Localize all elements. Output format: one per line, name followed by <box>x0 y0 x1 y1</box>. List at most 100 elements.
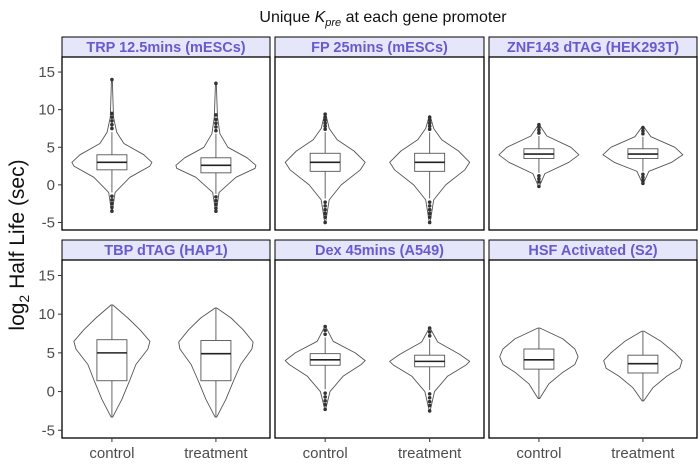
violin-shape <box>499 327 579 399</box>
outlier-point <box>427 127 432 132</box>
outlier-point <box>537 128 541 132</box>
outlier-point <box>427 211 432 216</box>
outlier-point <box>537 122 541 127</box>
violin-group-control <box>284 112 366 225</box>
y-tick-label: 0 <box>47 177 55 194</box>
panel-background <box>62 57 270 230</box>
outlier-point <box>641 125 645 130</box>
panel-border <box>274 259 485 439</box>
panel-border <box>488 259 698 439</box>
panel-border <box>488 56 698 231</box>
panel-strip-label: FP 25mins (mESCs) <box>311 40 448 56</box>
outlier-point <box>110 111 114 116</box>
panel-background <box>275 57 484 230</box>
outlier-point <box>323 328 327 333</box>
outlier-point <box>110 115 114 119</box>
y-tick-label: 5 <box>47 345 55 362</box>
y-tick-label: 10 <box>38 102 55 119</box>
outlier-point <box>427 395 432 400</box>
violin-group-control <box>71 77 153 213</box>
outlier-point <box>641 128 645 133</box>
y-tick-label: 15 <box>38 64 55 81</box>
outlier-point <box>323 395 327 399</box>
y-tick-label: 0 <box>47 384 55 401</box>
outlier-point <box>427 204 432 208</box>
violin-shape <box>73 304 151 418</box>
outlier-point <box>323 112 327 116</box>
outlier-point <box>537 131 541 135</box>
outlier-point <box>323 124 327 128</box>
x-tick-label: control <box>89 445 134 462</box>
violin-group-control <box>498 122 580 189</box>
y-axis-label-subscript: 2 <box>16 295 32 303</box>
outlier-point <box>323 391 327 395</box>
violin-group-treatment <box>178 307 254 418</box>
outlier-point <box>427 124 432 128</box>
y-tick-label: 10 <box>38 306 55 323</box>
outlier-point <box>427 207 432 212</box>
outlier-point <box>323 118 327 122</box>
outlier-point <box>214 117 218 122</box>
panel-2: FP 25mins (mESCs) <box>274 36 485 231</box>
outlier-point <box>537 184 541 189</box>
panel-strip-label: TBP dTAG (HAP1) <box>104 243 228 259</box>
chart-title-main: Unique <box>259 9 314 26</box>
outlier-point <box>323 399 327 403</box>
chart-title-subscript: pre <box>324 17 341 29</box>
outlier-point <box>641 172 645 177</box>
violin-group-treatment <box>389 326 471 413</box>
panel-border <box>274 56 485 231</box>
x-tick-label: treatment <box>184 445 248 462</box>
outlier-point <box>110 126 114 131</box>
x-tick-label: treatment <box>611 445 675 462</box>
outlier-point <box>110 122 114 127</box>
outlier-point <box>214 195 218 199</box>
outlier-point <box>537 180 541 184</box>
outlier-point <box>427 334 432 338</box>
panel-background <box>275 260 484 438</box>
panel-strip-label: ZNF143 dTAG (HEK293T) <box>507 40 679 56</box>
outlier-point <box>214 81 218 86</box>
panels-group: TRP 12.5mins (mESCs) -5 0 5 10 15 FP 25mins (m… <box>38 36 698 462</box>
outlier-point <box>214 121 218 125</box>
violin-shape <box>603 330 683 402</box>
panel-strip-label: Dex 45mins (A549) <box>315 243 444 259</box>
outlier-point <box>641 181 645 186</box>
outlier-point <box>323 332 327 337</box>
outlier-point <box>214 206 218 210</box>
panel-strip-label: HSF Activated (S2) <box>528 243 657 259</box>
violin-group-control <box>73 304 151 418</box>
outlier-point <box>427 326 432 330</box>
panel-strip-label: TRP 12.5mins (mESCs) <box>86 40 245 56</box>
outlier-point <box>323 215 327 220</box>
outlier-point <box>641 178 645 183</box>
y-tick-label: 5 <box>47 139 55 156</box>
outlier-point <box>323 204 327 208</box>
outlier-point <box>110 209 114 213</box>
violin-group-control <box>284 324 366 412</box>
outlier-point <box>214 202 218 207</box>
y-axis-label: log2 Half Life (sec) <box>6 159 32 330</box>
outlier-point <box>214 128 218 133</box>
outlier-point <box>214 125 218 129</box>
outlier-point <box>427 118 432 122</box>
outlier-point <box>214 198 218 203</box>
violin-group-treatment <box>389 115 471 225</box>
outlier-point <box>427 200 432 204</box>
violin-group-treatment <box>603 330 683 402</box>
x-tick-label: control <box>516 445 561 462</box>
outlier-point <box>110 119 114 123</box>
box <box>96 339 128 382</box>
chart-title: Unique Kpre at each gene promoter <box>259 9 507 29</box>
box <box>200 340 232 382</box>
panel-background <box>489 260 697 438</box>
outlier-point <box>323 211 327 216</box>
panel-border <box>61 56 271 231</box>
violin-group-treatment <box>175 81 257 213</box>
y-tick-label: -5 <box>42 422 55 439</box>
y-axis-label-main: log <box>6 303 29 331</box>
x-tick-label: treatment <box>398 445 462 462</box>
